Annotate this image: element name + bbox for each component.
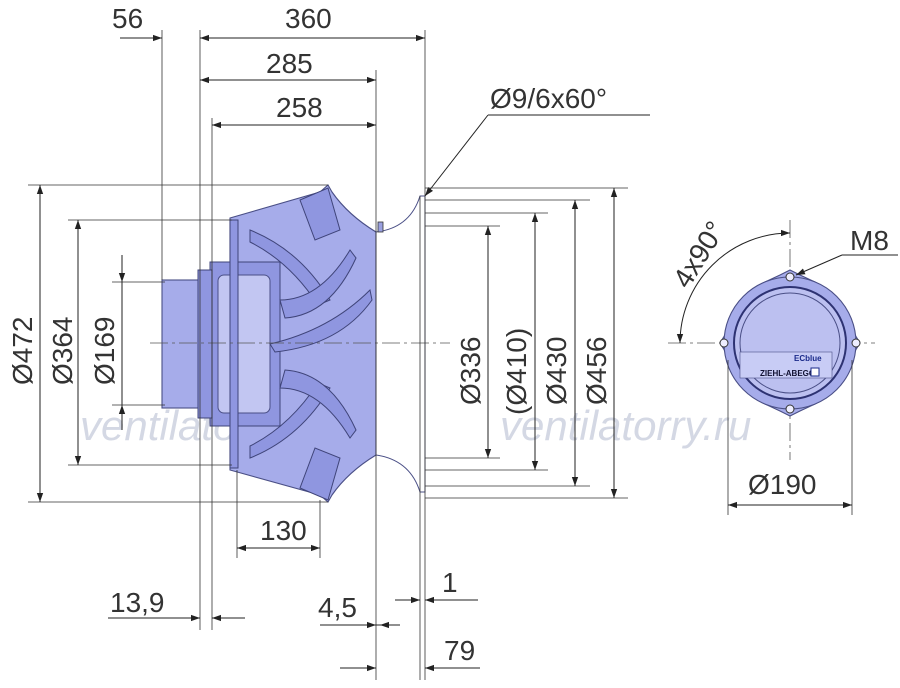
bolt-hole-top [785,272,795,282]
dim-79: 79 [444,635,475,666]
fan-side-view [150,184,450,503]
dim-169: Ø169 [89,317,120,386]
dim-190: Ø190 [748,469,817,500]
dim-56: 56 [112,3,143,34]
blade-7 [299,447,341,501]
dim-258: 258 [276,92,323,123]
dim-472: Ø472 [7,317,38,386]
dim-364: Ø364 [47,317,78,386]
dim-m8: M8 [850,225,889,256]
dim-410: (Ø410) [501,328,532,415]
dimensions-top: 56 360 285 258 [112,3,426,680]
blade-6 [299,187,341,241]
motor-core [217,274,271,414]
dim-1: 1 [442,567,458,598]
dim-4-5: 4,5 [318,592,357,623]
dimensions-left: Ø472 Ø364 Ø169 [7,184,328,503]
dim-13-9: 13,9 [110,587,165,618]
dim-190-group: Ø190 [727,360,853,515]
thread-callout: M8 [795,225,898,276]
dimensions-bottom: 130 13,9 4,5 1 79 [108,470,480,672]
brand-logo-icon [810,367,820,377]
dim-430: Ø430 [541,337,572,406]
dim-4x90: 4x90° [667,216,731,293]
hole-callout: Ø9/6x60° [424,83,650,197]
dim-130: 130 [260,515,307,546]
back-plate [229,219,239,469]
motor-rear [161,279,203,409]
blade-5 [269,288,373,353]
dimensions-right: Ø456 Ø430 (Ø410) Ø336 [425,187,628,499]
dim-456: Ø456 [581,337,612,406]
brand-name-label: ZIEHL-ABEGG [760,369,815,378]
blade-4 [279,369,357,439]
brand-ec-label: ECblue [794,354,822,363]
bolt-hole-right [851,338,861,348]
dim-360: 360 [285,3,332,34]
blade-3 [279,249,357,319]
dim-336: Ø336 [455,337,486,406]
motor-cover [739,292,841,394]
balance-tab [377,221,384,233]
dim-hole: Ø9/6x60° [490,83,607,114]
dim-285: 285 [266,48,313,79]
watermark-right: ventilatorry.ru [500,402,751,449]
bolt-hole-left [719,338,729,348]
motor-inner [733,286,847,400]
bolt-hole-bottom [785,404,795,414]
inlet-cone [375,195,426,493]
